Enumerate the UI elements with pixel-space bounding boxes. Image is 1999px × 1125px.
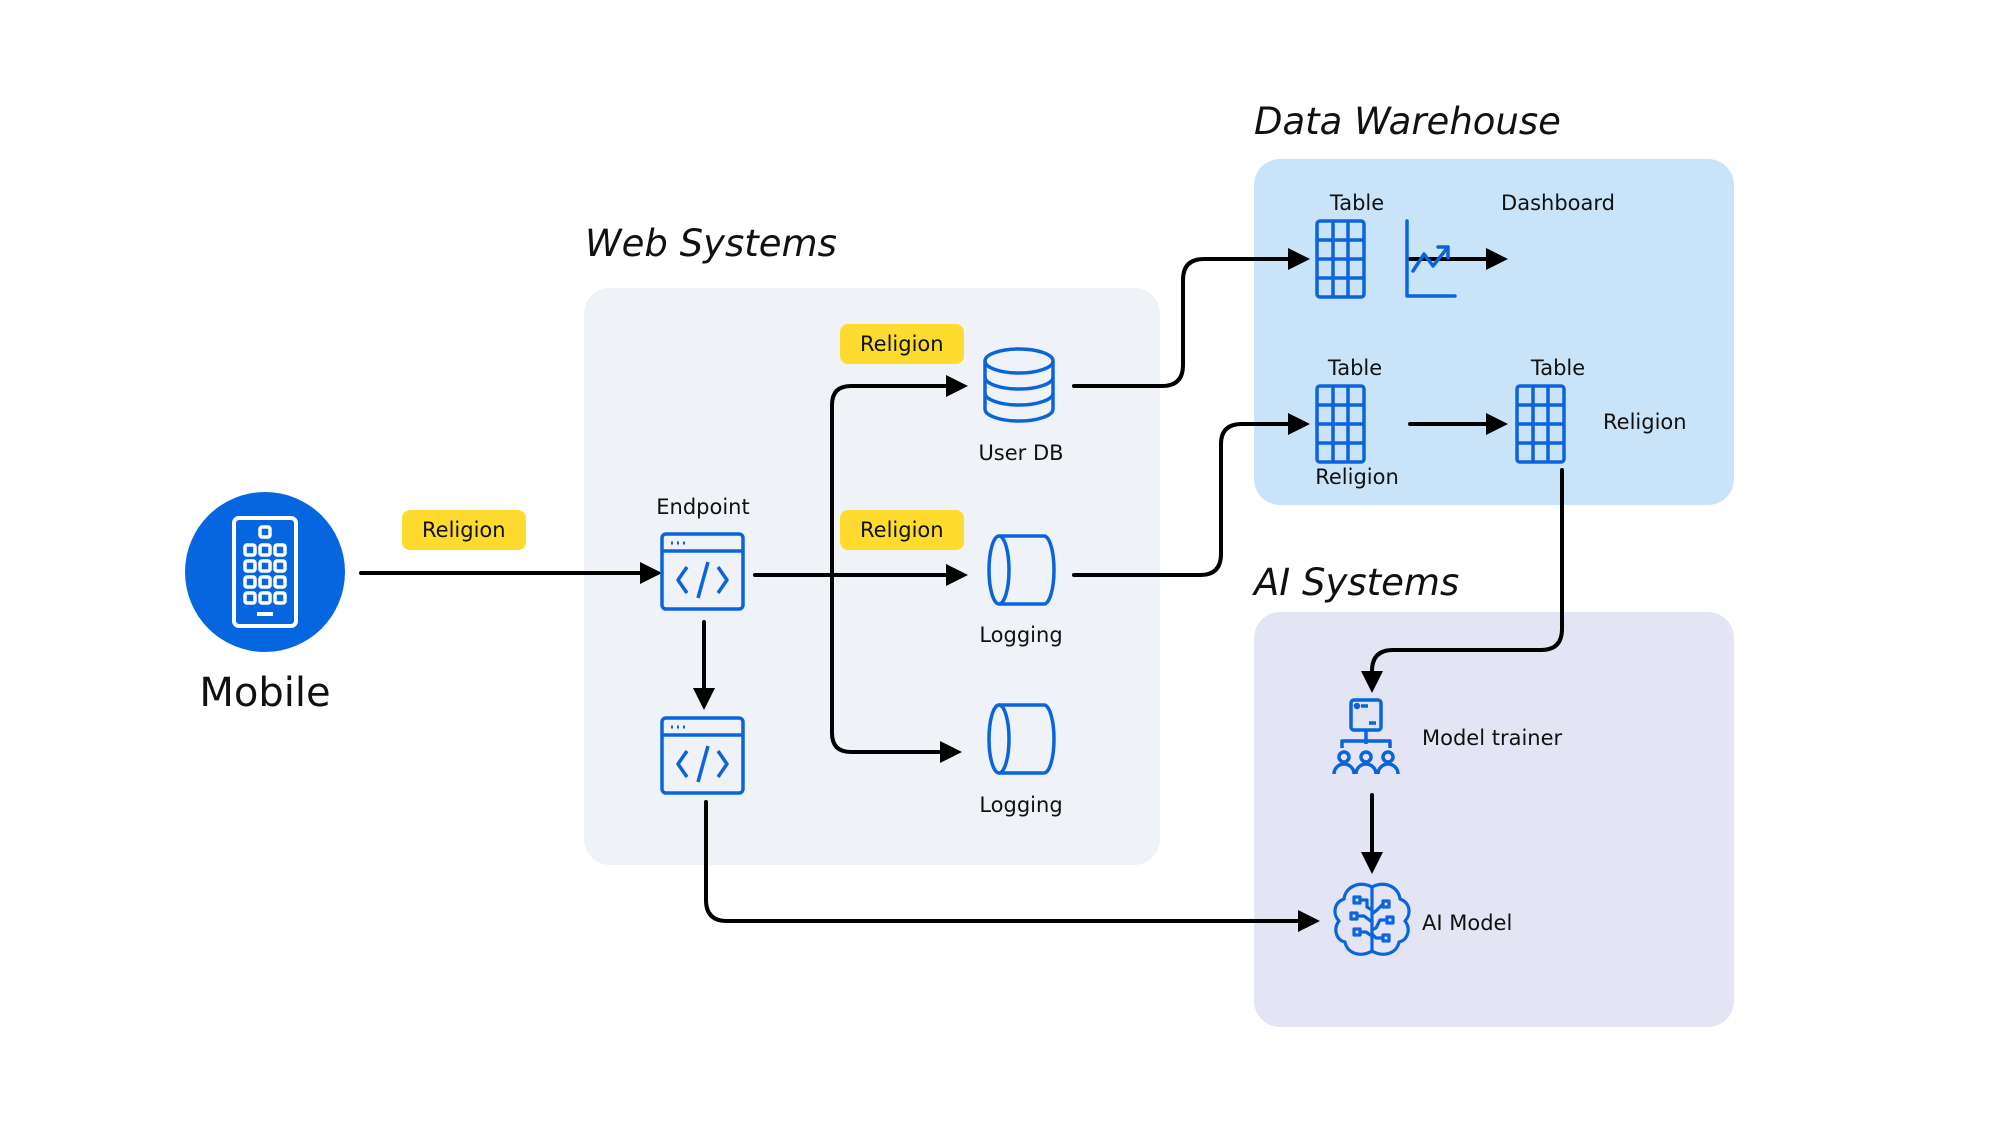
cylinder-storage-icon — [987, 703, 1056, 775]
ai-systems-group — [1254, 612, 1734, 1027]
table-grid-icon — [1315, 384, 1366, 464]
arrowhead — [1361, 671, 1383, 693]
arrowhead — [1288, 248, 1310, 270]
edge-endpoint-logging-2 — [830, 573, 946, 754]
table-religion-label: Religion — [1315, 465, 1399, 489]
web-systems-title: Web Systems — [585, 222, 837, 265]
data-tag-mobile-endpoint: Religion — [402, 510, 526, 550]
endpoint-label: Endpoint — [656, 495, 750, 519]
ai-systems-title: AI Systems — [1254, 561, 1460, 604]
cylinder-storage-icon — [987, 534, 1056, 606]
arrowhead — [1486, 248, 1508, 270]
table-label-3: Table — [1530, 356, 1586, 380]
edge-endpoint2-ai-model — [704, 800, 1302, 923]
arrowhead — [1298, 910, 1320, 932]
table-religion-column-label: Religion — [1603, 410, 1687, 434]
data-warehouse-title: Data Warehouse — [1254, 100, 1561, 143]
arrowhead — [1361, 852, 1383, 874]
logging-label: Logging — [979, 623, 1063, 647]
ai-model-label: AI Model — [1422, 911, 1513, 935]
table-label-2: Table — [1327, 356, 1383, 380]
logging-label-2: Logging — [979, 793, 1063, 817]
brain-circuit-icon — [1333, 882, 1411, 956]
edge-table-model-trainer — [1370, 468, 1564, 674]
arrowhead — [640, 562, 662, 584]
code-window-icon — [660, 716, 745, 795]
table-grid-icon — [1315, 219, 1366, 299]
edge-user-db-table — [1072, 257, 1294, 388]
arrowhead — [940, 741, 962, 763]
mobile-phone-icon — [185, 492, 345, 652]
line-chart-icon — [1405, 219, 1457, 298]
arrowhead — [1288, 413, 1310, 435]
dashboard-label: Dashboard — [1501, 191, 1615, 215]
model-trainer-icon — [1332, 698, 1400, 775]
database-icon — [983, 347, 1055, 423]
arrowhead — [1486, 413, 1508, 435]
user-db-label: User DB — [978, 441, 1064, 465]
data-tag-user-db: Religion — [840, 324, 964, 364]
edge-logging-table — [1072, 422, 1294, 577]
mobile-label: Mobile — [199, 670, 331, 716]
arrowhead — [693, 688, 715, 710]
model-trainer-label: Model trainer — [1422, 726, 1563, 750]
data-tag-logging: Religion — [840, 510, 964, 550]
arrowhead — [946, 375, 968, 397]
arrowhead — [946, 564, 968, 586]
edge-endpoint-user-db — [830, 384, 952, 577]
code-window-icon — [660, 532, 745, 611]
table-grid-icon — [1515, 384, 1566, 464]
table-label: Table — [1329, 191, 1385, 215]
